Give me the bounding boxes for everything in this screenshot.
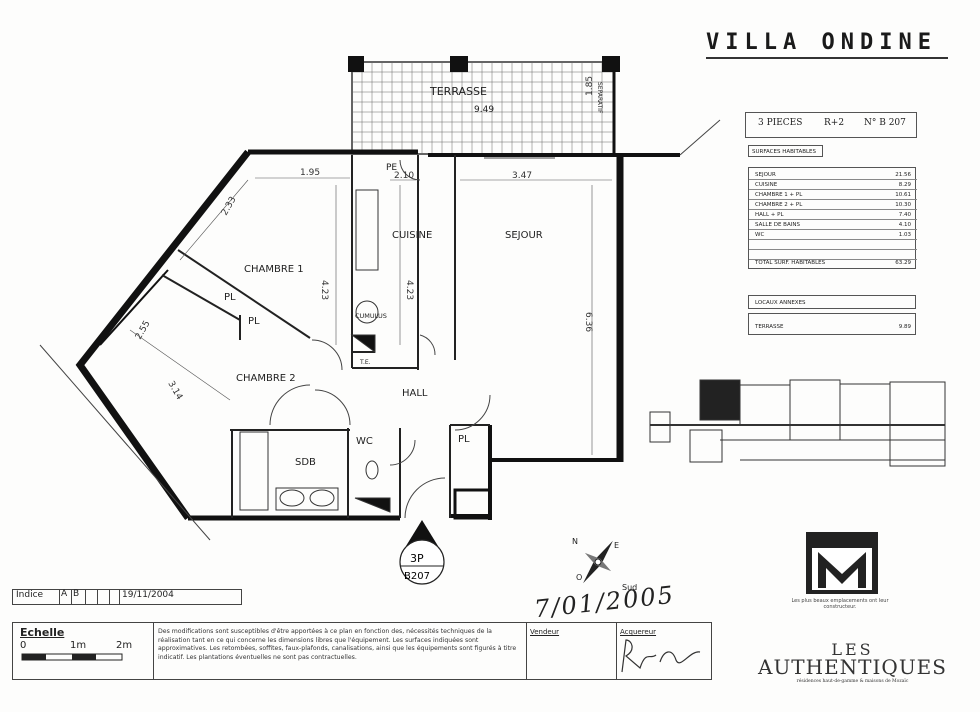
- dimension-lines: [129, 177, 612, 455]
- dim-label: 2.10: [394, 171, 414, 181]
- terrasse-value: 9.49: [474, 105, 494, 115]
- dim-label: 2.55: [134, 319, 153, 341]
- acquereur-label: Acquereur: [620, 628, 657, 636]
- compass-e: E: [614, 541, 619, 550]
- indice-a: A: [59, 589, 71, 604]
- hall-label: HALL: [402, 388, 428, 399]
- dim-label: 6.36: [583, 312, 593, 332]
- title-underline: [706, 57, 948, 59]
- sdb-label: SDB: [295, 457, 316, 468]
- unit-level: R+2: [824, 118, 845, 128]
- pl-hall-label: PL: [458, 434, 470, 445]
- chambre2-label: CHAMBRE 2: [236, 373, 296, 384]
- te-label: T.E.: [359, 359, 371, 366]
- dim-label: 3.47: [512, 171, 532, 181]
- surfaces-heading: SURFACES HABITABLES: [748, 145, 823, 157]
- indice-box: Indice A B 19/11/2004: [12, 589, 242, 605]
- walls: [39, 119, 721, 541]
- tag-bottom: B207: [404, 571, 430, 582]
- dim-label: 1.95: [300, 168, 320, 178]
- disclaimer-text: Des modifications sont susceptibles d'êt…: [158, 628, 517, 661]
- compass-s: Sud: [622, 583, 637, 592]
- pe-label: PE: [386, 163, 397, 173]
- dim-label: 4.23: [404, 280, 414, 300]
- signature: [621, 639, 701, 673]
- unit-tag: 3P B207: [399, 520, 445, 585]
- dim-label: 4.23: [319, 280, 329, 300]
- brand-name: AUTHENTIQUES: [758, 655, 947, 679]
- indice-b: B: [71, 589, 83, 604]
- table-row: [749, 250, 917, 260]
- doors: [269, 157, 555, 519]
- indice-empty: [109, 589, 118, 604]
- brand-logo: [806, 532, 878, 594]
- annexes-row: LOCAUX ANNEXES: [755, 300, 806, 306]
- cuisine-label: CUISINE: [392, 230, 432, 241]
- dim-label: 2.33: [220, 195, 239, 217]
- brand-les: LES: [831, 640, 874, 659]
- unit-pieces: 3 PIECES: [758, 118, 803, 128]
- indice-label: Indice: [16, 590, 44, 600]
- echelle-label: Echelle: [20, 626, 65, 639]
- dim-label: 1.85: [585, 76, 595, 96]
- brand-block: LES AUTHENTIQUES résidences haut-de-gamm…: [758, 640, 947, 684]
- dim-label: 3.14: [165, 380, 184, 403]
- annexes-box: LOCAUX ANNEXES: [748, 295, 916, 309]
- footer-box: [12, 622, 712, 680]
- cumulus-label: CUMULUS: [355, 312, 387, 320]
- unit-number: N° B 207: [864, 118, 906, 128]
- compass-icon: [583, 540, 613, 584]
- scale-2m: 2m: [116, 640, 133, 651]
- compass-w: O: [576, 573, 582, 582]
- site-map: [649, 379, 946, 467]
- chambre1-label: CHAMBRE 1: [244, 264, 304, 275]
- indice-empty: [97, 589, 106, 604]
- interior-walls: [161, 155, 490, 518]
- compass-n: N: [572, 537, 578, 546]
- plan-title: VILLA ONDINE: [706, 30, 937, 55]
- scale-0: 0: [20, 640, 27, 651]
- pl-chambre2-label: PL: [248, 316, 260, 327]
- scale-1m: 1m: [70, 640, 87, 651]
- separatif-label: SEPARATIF: [596, 82, 603, 114]
- brand-sub: résidences haut-de-gamme & maisons de Mo…: [796, 679, 909, 684]
- fixtures: [239, 189, 492, 520]
- vendeur-label: Vendeur: [530, 628, 560, 636]
- unit-info-box: 3 PIECES R+2 N° B 207: [745, 112, 917, 138]
- sejour-label: SEJOUR: [505, 230, 543, 241]
- brand-slogan: Les plus beaux emplacements ont leur con…: [791, 598, 889, 610]
- terrasse-label: TERRASSE: [429, 85, 487, 98]
- wc-label: WC: [356, 436, 373, 447]
- indice-date: 19/11/2004: [119, 590, 174, 604]
- tag-top: 3P: [410, 552, 424, 565]
- scale-bar: [21, 653, 123, 661]
- pl-chambre1-label: PL: [224, 292, 236, 303]
- table-row: [749, 240, 917, 250]
- indice-empty: [85, 589, 94, 604]
